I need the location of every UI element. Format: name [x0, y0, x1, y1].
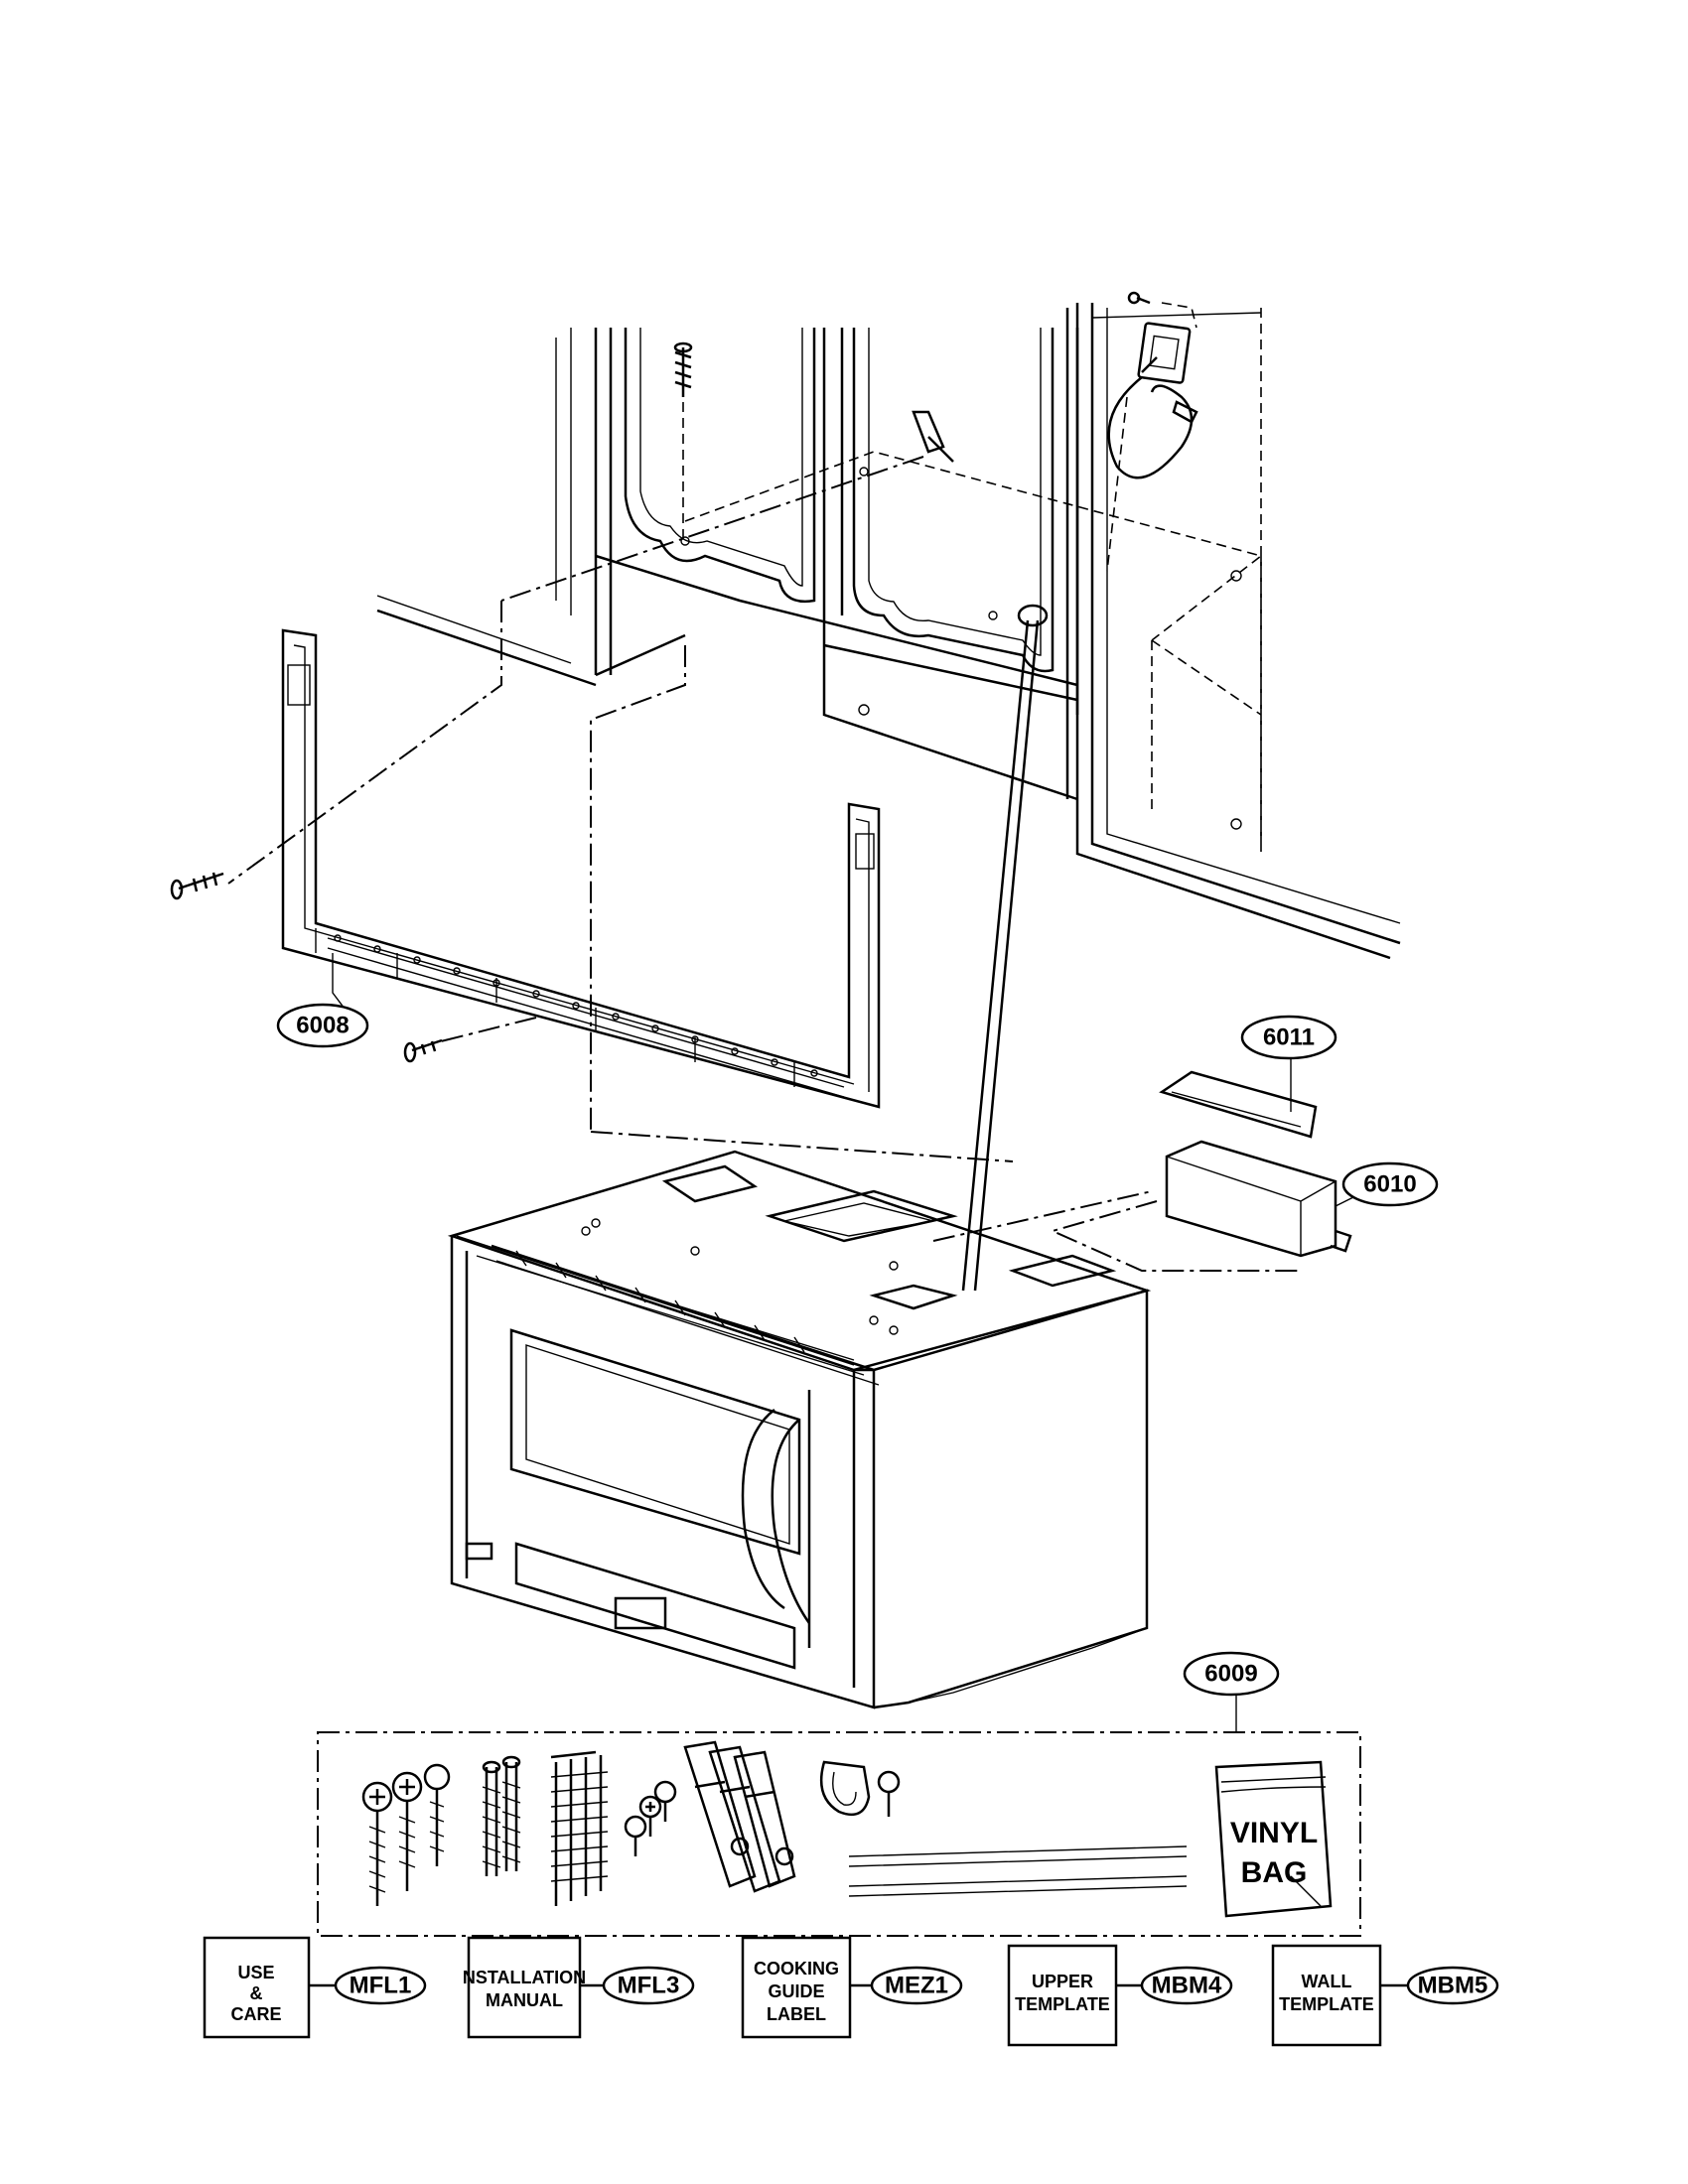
hardware-kit-outline	[317, 1731, 1361, 1937]
svg-text:6010: 6010	[1363, 1171, 1416, 1198]
svg-text:MBM4: MBM4	[1152, 1973, 1222, 1999]
callout-6010: 6010	[1341, 1161, 1439, 1207]
cord-clamp-icon	[819, 1760, 901, 1817]
screw-icon	[170, 872, 224, 900]
callout-6009: 6009	[1183, 1651, 1280, 1697]
svg-text:6011: 6011	[1263, 1024, 1315, 1051]
doc-wall-template: WALL TEMPLATE MBM5	[1271, 1944, 1499, 2047]
svg-text:USE: USE	[237, 1963, 274, 1982]
hardware-kit-screws	[361, 1740, 1333, 1918]
screw-icon	[673, 341, 693, 541]
screw-icon	[423, 1763, 451, 1866]
springs	[848, 1845, 1188, 1897]
svg-text:TEMPLATE: TEMPLATE	[1279, 1994, 1374, 2014]
wall-outlet-icon	[1127, 291, 1197, 384]
callout-6008: 6008	[276, 1003, 369, 1048]
toggle-bolt-icon	[500, 410, 954, 602]
svg-text:UPPER: UPPER	[1032, 1972, 1093, 1991]
screw-icon	[624, 1780, 677, 1856]
vinyl-bag-line2: BAG	[1241, 1856, 1308, 1889]
screw-icon	[391, 1771, 423, 1891]
callout-6011: 6011	[1240, 1015, 1337, 1060]
screw-icon	[482, 1755, 521, 1876]
svg-text:MFL3: MFL3	[618, 1973, 680, 1999]
svg-text:TEMPLATE: TEMPLATE	[1015, 1994, 1110, 2014]
svg-text:NSTALLATION: NSTALLATION	[463, 1968, 586, 1987]
part-6011	[1159, 1070, 1318, 1139]
svg-text:LABEL: LABEL	[767, 2004, 826, 2024]
svg-text:CARE: CARE	[230, 2004, 281, 2024]
mounting-plate	[227, 601, 881, 1132]
svg-text:&: &	[250, 1983, 263, 2003]
svg-text:6008: 6008	[296, 1013, 349, 1039]
power-cord-icon	[961, 376, 1198, 1292]
svg-text:MANUAL: MANUAL	[486, 1990, 563, 2010]
svg-text:MEZ1: MEZ1	[885, 1973, 948, 1999]
svg-text:MFL1: MFL1	[350, 1973, 412, 1999]
vinyl-bag-icon	[1214, 1760, 1333, 1918]
screw-icon	[403, 1038, 443, 1063]
upper-cabinets	[376, 303, 1401, 960]
part-6010	[1050, 1140, 1352, 1272]
toggle-bolt-icon	[550, 1750, 609, 1906]
doc-use-and-care: USE & CARE MFL1	[203, 1936, 427, 2039]
doc-cooking-guide-label: COOKING GUIDE LABEL MEZ1	[741, 1936, 963, 2039]
svg-text:WALL: WALL	[1302, 1972, 1352, 1991]
svg-text:COOKING: COOKING	[754, 1959, 839, 1979]
vinyl-bag-line1: VINYL	[1230, 1817, 1318, 1849]
toggle-bolt-icon	[683, 1740, 796, 1893]
doc-upper-template: UPPER TEMPLATE MBM4	[1007, 1944, 1233, 2047]
svg-text:GUIDE: GUIDE	[768, 1981, 824, 2001]
screw-icon	[361, 1781, 393, 1906]
svg-text:6009: 6009	[1204, 1661, 1257, 1688]
microwave-oven	[447, 1131, 1153, 1709]
svg-text:MBM5: MBM5	[1418, 1973, 1488, 1999]
doc-installation-manual: NSTALLATION MANUAL MFL3	[463, 1936, 695, 2039]
